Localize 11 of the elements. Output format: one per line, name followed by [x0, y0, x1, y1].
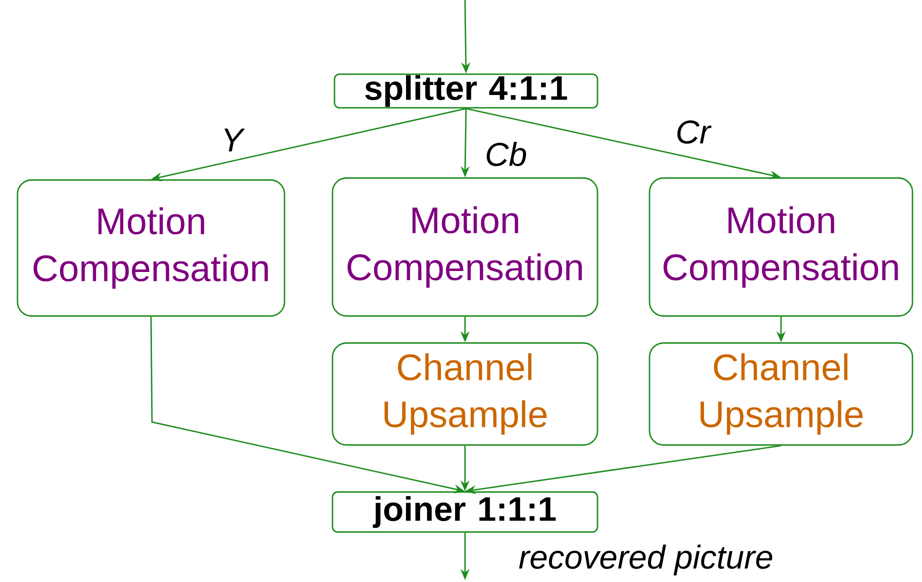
node-box: joiner 1:1:1 [332, 491, 598, 533]
process-box: Channel Upsample [648, 342, 914, 446]
process-box: Motion Compensation [648, 177, 914, 317]
process-box: Motion Compensation [16, 179, 286, 317]
edge-label: recovered picture [518, 544, 774, 576]
edge-label: Y [220, 128, 245, 152]
process-box: Channel Upsample [332, 342, 598, 446]
process-box: Motion Compensation [332, 177, 598, 317]
edge-label: Cb [484, 140, 528, 168]
edge-label: Cr [674, 119, 712, 145]
node-box: splitter 4:1:1 [334, 73, 598, 109]
